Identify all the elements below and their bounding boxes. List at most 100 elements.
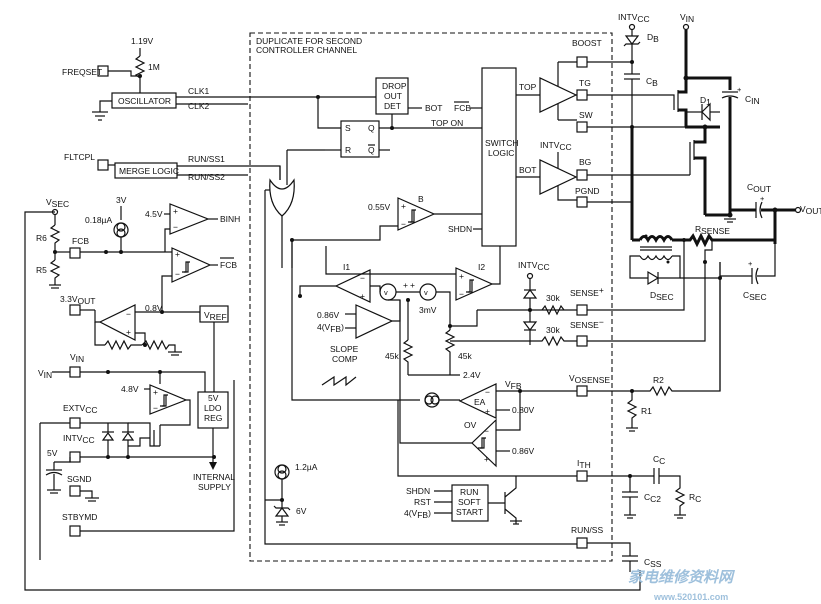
svg-text:+: + [410,280,415,290]
svg-text:+: + [484,454,489,464]
svg-text:−: − [153,403,158,413]
vosense-label: VOSENSE [569,373,610,385]
runss1-label: RUN/SS1 [188,154,225,164]
ldo-label-2: LDO [204,403,222,413]
v08-label: 0.8V [145,303,163,313]
bot-label-dropout: BOT [425,103,442,113]
svg-text:+: + [360,291,365,301]
dropout-label-1: DROP [382,81,407,91]
i018-label: 0.18µA [85,215,112,225]
watermark-cn: 家电维修资料网 [628,568,736,586]
ith-label: ITH [577,458,591,470]
db-diode-icon [624,35,640,45]
extvcc-pin [69,417,81,429]
r30k-a-label: 30k [546,293,560,303]
svg-text:−: − [485,387,490,397]
slope-ramp-icon [321,375,357,387]
svg-text:+: + [401,201,406,211]
r30k-b-label: 30k [546,325,560,335]
sr-latch [340,120,380,158]
tg-pin [576,89,588,101]
cout-label: COUT [747,182,771,194]
boost-pin [576,56,588,68]
css-label: CSS [644,557,662,569]
vin-left-label: VIN [38,368,52,380]
intvcc-top-label: INTVCC [618,12,650,24]
zener-6v-icon [274,507,290,517]
intvcc-left-pin [69,451,81,463]
intvcc-bg-label: INTVCC [540,140,572,152]
offset-vsource-icon [419,283,437,301]
v3-3out-label: 3.3VOUT [60,294,95,306]
oscillator-label: OSCILLATOR [118,96,171,106]
r6-label: R6 [36,233,47,243]
i2-comparator [455,267,494,301]
v086-label: 0.86V [512,446,535,456]
svg-text:+: + [485,406,490,416]
svg-text:−: − [360,273,365,283]
dsec-label: DSEC [650,290,674,302]
i018-current-source-icon [113,222,129,238]
internal-label-1: INTERNAL [193,472,235,482]
duplicate-region-label-2: CONTROLLER CHANNEL [256,45,357,55]
bg-label: BG [579,157,591,167]
internal-label-2: SUPPLY [198,482,231,492]
intvcc-diode-icon [121,431,135,441]
boost-label: BOOST [572,38,602,48]
v119-label: 1.19V [131,36,154,46]
dropout-label-3: DET [384,101,401,111]
rsense-label: RSENSE [695,224,730,236]
extvcc-label: EXTVCC [63,403,97,415]
duplicate-region-box [249,32,613,562]
r45k-b-label: 45k [458,351,472,361]
ea-label: EA [474,397,486,407]
switch-logic-label-2: LOGIC [488,148,514,158]
intvcc-left-label: INTVCC [63,433,95,445]
binh-comparator [169,203,210,235]
merge-logic-label: MERGE LOGIC [119,166,179,176]
or-gate [269,178,295,217]
fltcpl-label: FLTCPL [64,152,95,162]
svg-text:−: − [484,426,489,436]
vin-top-label: VIN [680,12,694,24]
transformer-secondary [639,254,673,261]
ov-label: OV [464,420,477,430]
fcb-pin [69,247,81,259]
slope-vsource-icon [379,283,397,301]
r1-label: R1 [641,406,652,416]
freqset-label: FREQSET [62,67,102,77]
svg-text:+: + [403,280,408,290]
slope-label-2: COMP [332,354,358,364]
run-label-3: START [456,507,483,517]
i1-label: I1 [343,262,350,272]
sgnd-label: SGND [67,474,92,484]
vfb-in-label: 4(VFB) [404,508,431,520]
i12-label: 1.2µA [295,462,318,472]
extvcc-switch-mosfet [128,422,160,447]
ea-vsource-icon [424,392,440,408]
runss2-label: RUN/SS2 [188,172,225,182]
dropout-det-block [375,77,409,115]
intvcc-sense-label: INTVCC [518,260,550,272]
vin-pin-top-label: VIN [70,352,84,364]
shdn2-label: SHDN [406,486,430,496]
ith-pin [576,470,588,482]
watermark-url: www.520101.com [653,592,728,602]
fcb-label: FCB [72,236,89,246]
svg-text:−: − [126,309,131,319]
sr-qb-label: Q [368,145,375,155]
tg-label: TG [579,78,591,88]
ref-4vfb-label: 4(VFB) [317,322,344,334]
sense-minus-pin [576,335,588,347]
cb-label: CB [646,76,658,88]
sw-pin [576,121,588,133]
ea-amp [458,383,497,419]
slope-label-1: SLOPE [330,344,359,354]
stbymd-label: STBYMD [62,512,97,522]
r5-resistor [49,259,61,285]
dropout-label-2: OUT [384,91,402,101]
cc-label: CC [653,454,665,466]
v5-label: 5V [47,448,58,458]
svg-text:+: + [126,327,131,337]
cin-label: CIN [745,94,760,106]
